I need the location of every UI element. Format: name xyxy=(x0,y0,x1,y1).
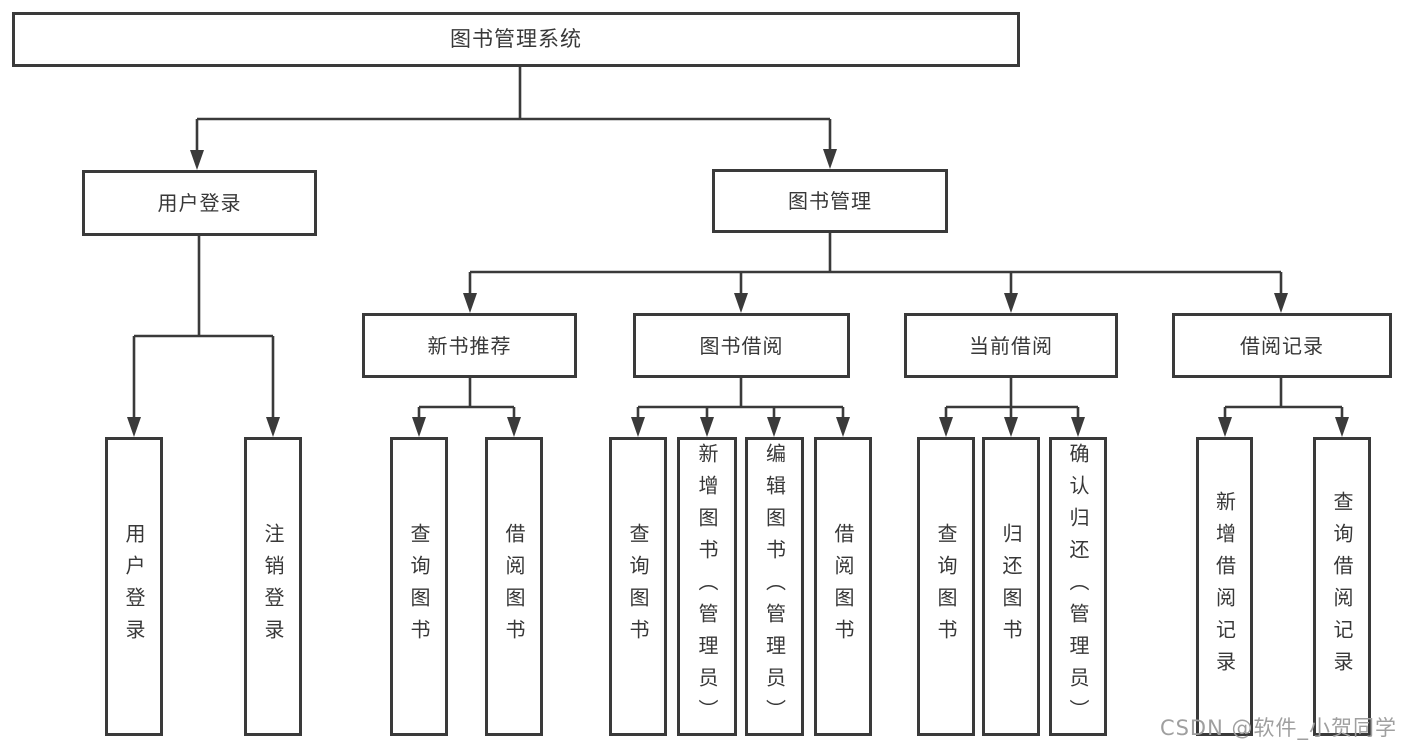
node-leaf-query-books-borrow: 查询图书 xyxy=(609,437,667,736)
node-user-login-label: 用户登录 xyxy=(157,191,242,215)
node-new-book-recommend: 新书推荐 xyxy=(362,313,577,378)
node-book-borrow: 图书借阅 xyxy=(633,313,850,378)
leaf-label: 归还图书 xyxy=(999,522,1023,651)
node-borrow-records: 借阅记录 xyxy=(1172,313,1392,378)
node-leaf-return-books: 归还图书 xyxy=(982,437,1040,736)
node-current-borrow-label: 当前借阅 xyxy=(969,333,1053,358)
node-book-management-label: 图书管理 xyxy=(788,189,872,213)
node-book-borrow-label: 图书借阅 xyxy=(699,333,784,358)
leaf-label: 注销登录 xyxy=(261,522,285,651)
node-leaf-query-borrow-record: 查询借阅记录 xyxy=(1313,437,1371,736)
leaf-label: 查询图书 xyxy=(934,522,958,651)
node-leaf-query-books-recommend: 查询图书 xyxy=(390,437,448,736)
node-current-borrow: 当前借阅 xyxy=(904,313,1118,378)
node-leaf-logout: 注销登录 xyxy=(244,437,302,736)
node-book-management: 图书管理 xyxy=(712,169,948,233)
node-leaf-confirm-return-admin: 确认归还（管理员） xyxy=(1049,437,1107,736)
node-root: 图书管理系统 xyxy=(12,12,1020,67)
leaf-label: 确认归还（管理员） xyxy=(1066,442,1090,731)
node-root-label: 图书管理系统 xyxy=(450,26,582,51)
leaf-label: 借阅图书 xyxy=(502,522,526,651)
leaf-label: 新增图书（管理员） xyxy=(695,442,719,731)
node-leaf-borrow-books-recommend: 借阅图书 xyxy=(485,437,543,736)
node-borrow-records-label: 借阅记录 xyxy=(1240,333,1324,358)
node-leaf-borrow-books: 借阅图书 xyxy=(814,437,872,736)
leaf-label: 用户登录 xyxy=(122,522,146,651)
leaf-label: 借阅图书 xyxy=(831,522,855,651)
leaf-label: 查询借阅记录 xyxy=(1330,490,1354,683)
leaf-label: 新增借阅记录 xyxy=(1212,490,1237,683)
leaf-label: 查询图书 xyxy=(626,522,650,651)
watermark: CSDN @软件_小贺同学 xyxy=(1159,716,1397,740)
node-new-book-recommend-label: 新书推荐 xyxy=(427,333,512,358)
node-leaf-user-login: 用户登录 xyxy=(105,437,163,736)
node-leaf-edit-book-admin: 编辑图书（管理员） xyxy=(745,437,804,736)
node-leaf-add-book-admin: 新增图书（管理员） xyxy=(677,437,737,736)
leaf-label: 编辑图书（管理员） xyxy=(762,442,787,731)
node-user-login: 用户登录 xyxy=(82,170,317,236)
node-leaf-add-borrow-record: 新增借阅记录 xyxy=(1196,437,1253,736)
node-leaf-query-books-current: 查询图书 xyxy=(917,437,975,736)
leaf-label: 查询图书 xyxy=(407,522,431,651)
